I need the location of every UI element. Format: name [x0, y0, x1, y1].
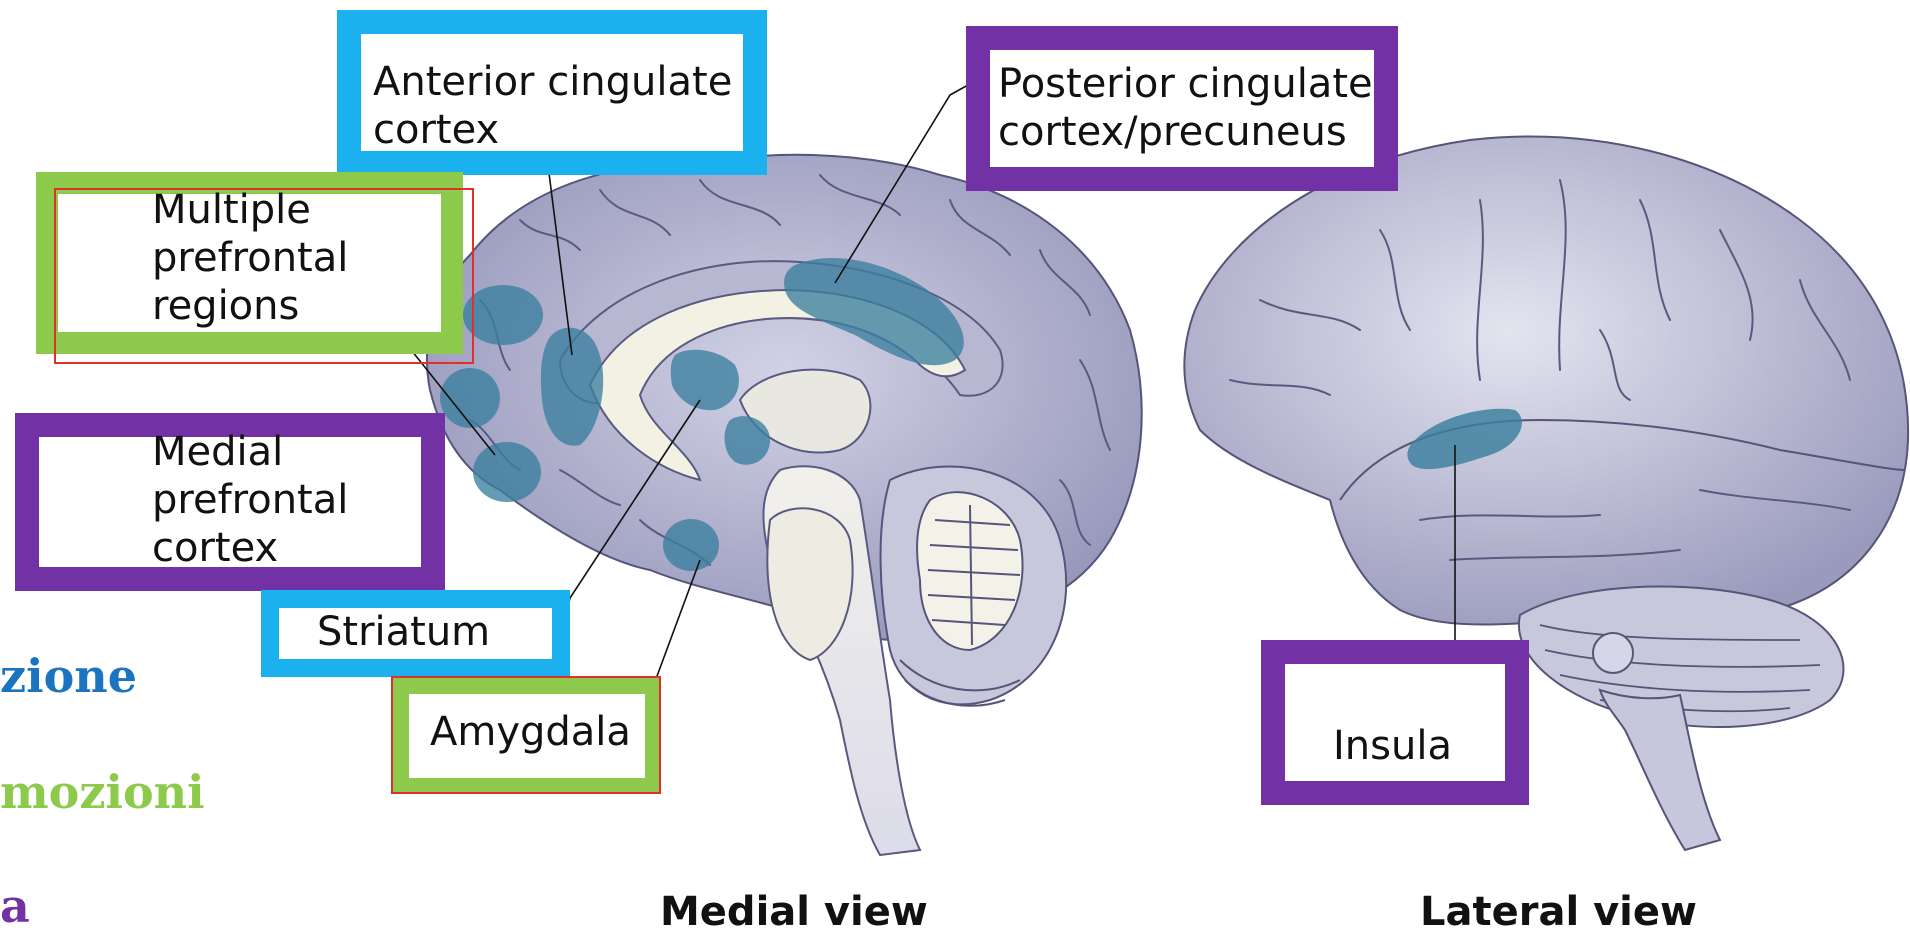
multiple-prefrontal-label: Multiple prefrontal regions: [152, 186, 348, 330]
anterior-cingulate-box: Anterior cingulate cortex: [337, 10, 767, 175]
legend-item-blue: zione: [0, 648, 137, 704]
legend-item-purple: a: [0, 878, 30, 934]
posterior-cingulate-label: Posterior cingulate cortex/precuneus: [998, 60, 1373, 156]
insula-box: Insula: [1261, 640, 1529, 805]
amygdala-label: Amygdala: [430, 708, 631, 756]
posterior-cingulate-box: Posterior cingulate cortex/precuneus: [966, 26, 1398, 191]
amygdala-box: Amygdala: [393, 678, 661, 794]
anterior-cingulate-label: Anterior cingulate cortex: [373, 58, 732, 154]
region-prefrontal-upper: [463, 285, 543, 345]
medial-prefrontal-label: Medial prefrontal cortex: [152, 428, 348, 572]
region-amygdala: [663, 519, 719, 571]
lateral-cortex: [1184, 137, 1908, 625]
insula-label: Insula: [1333, 722, 1452, 770]
striatum-label: Striatum: [317, 608, 490, 656]
striatum-box: Striatum: [261, 590, 570, 677]
medial-view-caption: Medial view: [660, 888, 928, 936]
lateral-view-caption: Lateral view: [1420, 888, 1697, 936]
legend-item-green: mozioni: [0, 764, 205, 820]
region-medial-prefrontal: [473, 442, 541, 502]
cerebellum: [881, 467, 1067, 706]
